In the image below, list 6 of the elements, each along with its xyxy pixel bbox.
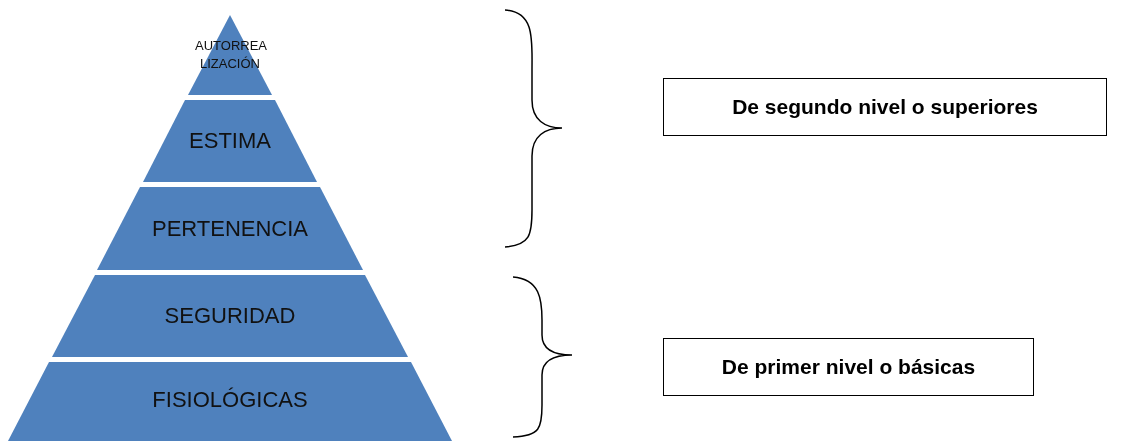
level-label: FISIOLÓGICAS xyxy=(151,387,309,413)
level-label: ESTIMA xyxy=(188,128,272,154)
category-box: De primer nivel o básicas xyxy=(663,338,1034,396)
category-box: De segundo nivel o superiores xyxy=(663,78,1107,136)
level-label: PERTENENCIA xyxy=(150,216,310,242)
level-label: SEGURIDAD xyxy=(163,303,297,329)
